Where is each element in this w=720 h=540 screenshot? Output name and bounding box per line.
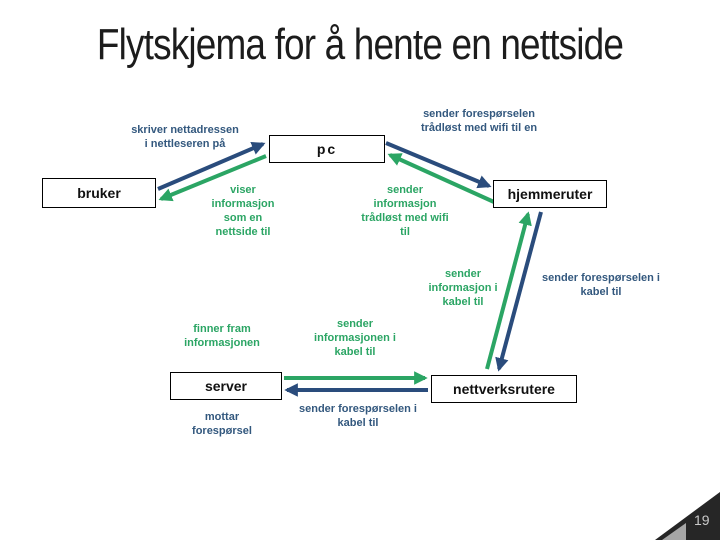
corner-gray-triangle (662, 523, 686, 540)
node-bruker: bruker (42, 178, 156, 208)
node-nettverksrutere-label: nettverksrutere (453, 381, 555, 397)
slide-title: Flytskjema for å hente en nettside (96, 20, 624, 69)
node-pc-label: pc (316, 141, 338, 157)
arrow-bruker-to-pc (157, 142, 266, 191)
edge-label-pc-to-hjemmeruter: sender forespørselen trådløst med wifi t… (420, 108, 538, 134)
node-server: server (170, 372, 282, 400)
page-number: 19 (694, 512, 710, 528)
annotation-server-finds: finner fram informasjonen (184, 323, 260, 349)
arrow-hjemmeruter-to-nettverksrutere (495, 211, 543, 372)
node-hjemmeruter: hjemmeruter (493, 180, 607, 208)
edge-label-nettverksrutere-to-server: sender forespørselen i kabel til (299, 403, 417, 429)
node-server-label: server (204, 378, 248, 394)
annotation-server-receives: mottar forespørsel (192, 411, 252, 437)
edge-label-bruker-to-pc: skriver nettadressen i nettleseren på (131, 124, 239, 150)
edge-label-server-to-nettverksrutere: sender informasjonen i kabel til (314, 318, 396, 358)
node-hjemmeruter-label: hjemmeruter (507, 186, 593, 202)
arrow-nettverksrutere-to-hjemmeruter (485, 211, 532, 370)
arrow-pc-to-hjemmeruter (385, 141, 492, 189)
edge-label-hjemmeruter-to-pc: sender informasjon trådløst med wifi til (361, 184, 449, 238)
arrow-hjemmeruter-to-pc (387, 153, 495, 204)
node-nettverksrutere: nettverksrutere (431, 375, 577, 403)
arrow-pc-to-bruker (158, 154, 267, 202)
edge-label-hjemmeruter-to-nettverksrutere: sender forespørselen i kabel til (542, 272, 660, 298)
edge-label-pc-to-bruker: viser informasjon som en nettside til (211, 184, 275, 238)
edge-label-nettverksrutere-to-hjemmeruter: sender informasjon i kabel til (428, 268, 498, 308)
corner-dark-triangle (655, 492, 720, 540)
node-pc: pc (269, 135, 385, 163)
node-bruker-label: bruker (77, 185, 121, 201)
